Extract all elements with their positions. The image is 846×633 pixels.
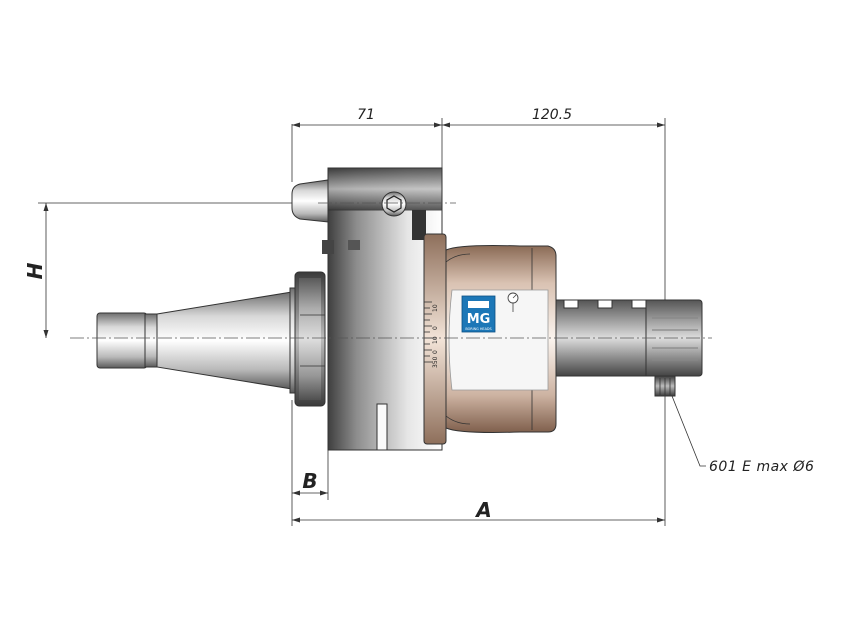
dim-a: A	[474, 498, 491, 522]
scale-label-2: 0	[432, 326, 439, 330]
dim-120-5: 120.5	[532, 107, 572, 123]
brand-logo: MG BORING HEADS	[461, 295, 496, 333]
scale-label-4: 0	[432, 350, 439, 354]
tool-spigot	[555, 299, 703, 397]
dim-h: H	[23, 262, 47, 279]
scale-ring: 10 0 10 0 350	[423, 233, 447, 445]
main-body	[322, 167, 443, 451]
scale-label-1: 10	[432, 304, 439, 312]
logo-small-text: BORING HEADS	[465, 327, 491, 331]
scale-ticks	[424, 301, 432, 363]
scale-label-3: 10	[432, 336, 439, 344]
scale-label-5: 350	[432, 356, 439, 368]
taper-shank	[96, 287, 301, 394]
flange-ring	[294, 271, 326, 407]
callout-text: 601 E max Ø6	[709, 459, 814, 475]
dimension-lines	[38, 118, 706, 526]
hex-screw-icon	[381, 191, 407, 217]
clamp-pin	[291, 179, 329, 223]
logo-text: MG	[467, 312, 491, 327]
dim-71: 71	[357, 107, 375, 123]
bronze-head: MG BORING HEADS	[445, 245, 557, 433]
dim-b: B	[302, 469, 317, 493]
